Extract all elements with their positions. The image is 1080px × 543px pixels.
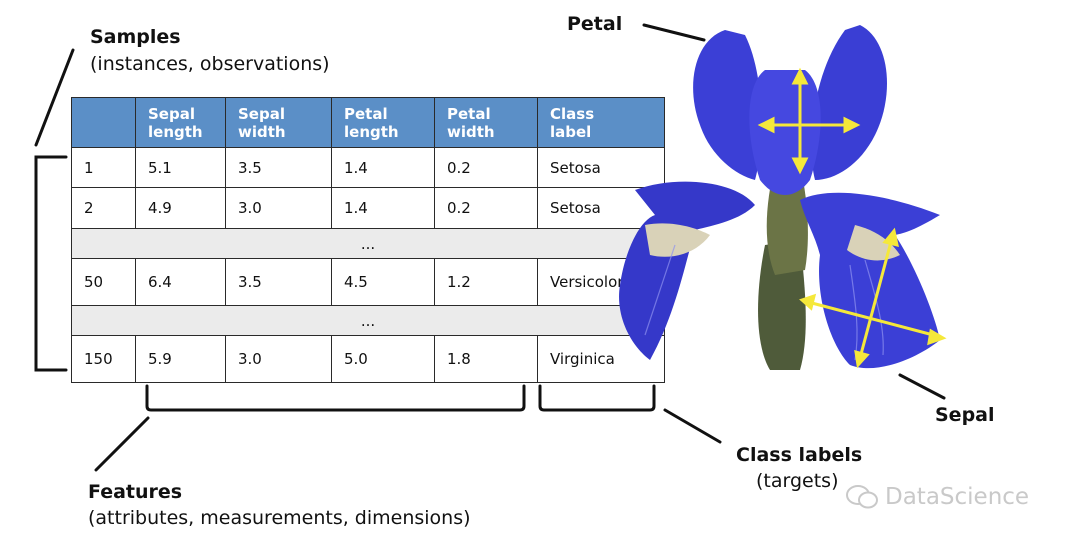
cell-index: 1 bbox=[71, 147, 136, 188]
ellipsis-row: ... bbox=[71, 305, 665, 336]
cell-petal-length: 4.5 bbox=[331, 258, 435, 306]
ellipsis-cell: ... bbox=[71, 305, 665, 336]
cell-petal-length: 1.4 bbox=[331, 147, 435, 188]
cell-index: 2 bbox=[71, 187, 136, 229]
sepal-label: Sepal bbox=[935, 404, 995, 426]
measurement-arrows bbox=[757, 67, 947, 369]
table-row: 150 5.9 3.0 5.0 1.8 Virginica bbox=[71, 335, 665, 383]
header-cell-index bbox=[71, 97, 136, 148]
class-labels-bracket bbox=[538, 384, 656, 412]
cell-sepal-length: 4.9 bbox=[135, 187, 226, 229]
class-labels-title: Class labels bbox=[736, 444, 863, 466]
cell-sepal-length: 6.4 bbox=[135, 258, 226, 306]
cell-petal-length: 5.0 bbox=[331, 335, 435, 383]
ellipsis-row: ... bbox=[71, 228, 665, 259]
sepal-pointer-line bbox=[898, 373, 946, 400]
left-sepal bbox=[619, 181, 755, 360]
features-bracket bbox=[145, 384, 526, 412]
cell-index: 50 bbox=[71, 258, 136, 306]
cell-sepal-length: 5.1 bbox=[135, 147, 226, 188]
features-pointer-line bbox=[94, 416, 150, 472]
right-sepal-throat bbox=[847, 225, 900, 261]
samples-subtitle: (instances, observations) bbox=[90, 53, 330, 75]
cell-petal-width: 1.8 bbox=[434, 335, 538, 383]
table-row: 1 5.1 3.5 1.4 0.2 Setosa bbox=[71, 147, 665, 188]
table-row: 50 6.4 3.5 4.5 1.2 Versicolor bbox=[71, 258, 665, 306]
table-row: 2 4.9 3.0 1.4 0.2 Setosa bbox=[71, 187, 665, 229]
watermark-text: DataScience bbox=[885, 484, 1030, 510]
petal-label: Petal bbox=[567, 13, 623, 35]
cell-sepal-width: 3.0 bbox=[225, 335, 332, 383]
cell-petal-width: 0.2 bbox=[434, 147, 538, 188]
chat-bubble-icon bbox=[846, 485, 878, 509]
class-labels-pointer-line bbox=[663, 408, 722, 444]
ellipsis-cell: ... bbox=[71, 228, 665, 259]
right-sepal bbox=[800, 192, 940, 369]
class-labels-subtitle: (targets) bbox=[756, 470, 839, 492]
watermark: DataScience bbox=[845, 483, 1029, 511]
iris-flower-illustration bbox=[619, 25, 947, 370]
samples-bracket bbox=[34, 155, 68, 372]
features-title: Features bbox=[88, 481, 183, 503]
cell-index: 150 bbox=[71, 335, 136, 383]
cell-petal-width: 0.2 bbox=[434, 187, 538, 229]
flower-stem bbox=[758, 240, 806, 370]
cell-sepal-width: 3.5 bbox=[225, 258, 332, 306]
right-petal bbox=[811, 25, 887, 180]
center-petal bbox=[749, 70, 821, 195]
cell-sepal-width: 3.5 bbox=[225, 147, 332, 188]
cell-sepal-width: 3.0 bbox=[225, 187, 332, 229]
petal-pointer-line bbox=[642, 23, 706, 42]
cell-petal-length: 1.4 bbox=[331, 187, 435, 229]
cell-sepal-length: 5.9 bbox=[135, 335, 226, 383]
features-subtitle: (attributes, measurements, dimensions) bbox=[88, 507, 471, 529]
cell-petal-width: 1.2 bbox=[434, 258, 538, 306]
left-sepal-throat bbox=[645, 223, 710, 257]
samples-pointer-line bbox=[34, 48, 75, 147]
left-petal bbox=[693, 30, 762, 180]
samples-title: Samples bbox=[90, 26, 181, 48]
